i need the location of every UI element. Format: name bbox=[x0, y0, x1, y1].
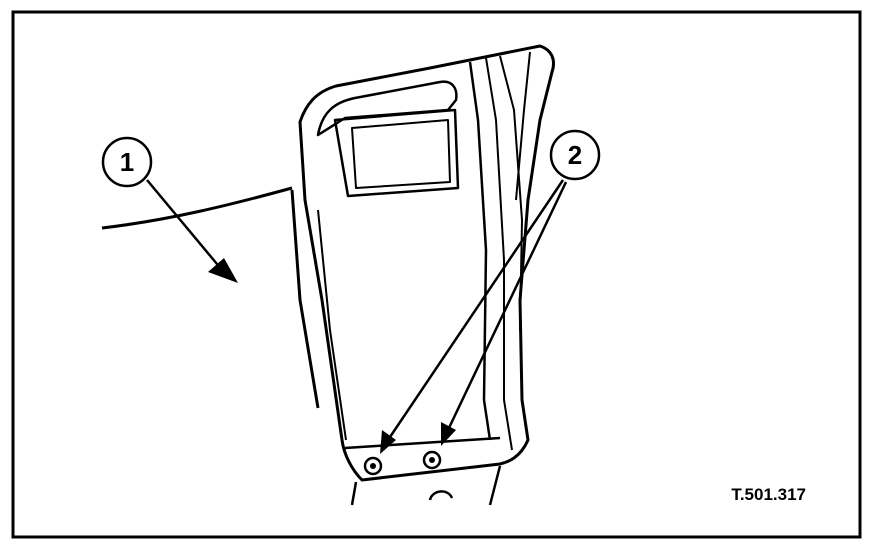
figure-reference: T.501.317 bbox=[731, 485, 806, 504]
screw-right bbox=[422, 450, 442, 470]
body-panel-edge bbox=[290, 189, 320, 409]
body-panel-line bbox=[101, 186, 293, 230]
callout-1: 1 bbox=[101, 136, 238, 283]
callout-2: 2 bbox=[380, 129, 601, 454]
callout-1-label: 1 bbox=[120, 147, 134, 177]
callout-2-label: 2 bbox=[568, 140, 582, 170]
screw-left bbox=[363, 456, 383, 476]
figure-frame bbox=[11, 10, 862, 539]
